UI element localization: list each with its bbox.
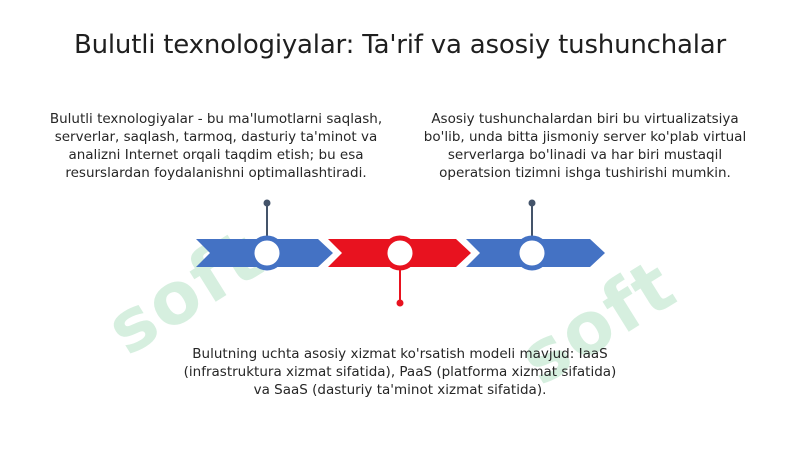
connector-dot-1 xyxy=(263,199,271,207)
connector-dot-2 xyxy=(396,299,404,307)
point-text-3: Asosiy tushunchalardan biri bu virtualiz… xyxy=(423,111,747,181)
milestone-circle-3 xyxy=(514,235,550,271)
point-text-1: Bulutli texnologiyalar - bu ma'lumotlarn… xyxy=(49,111,383,181)
slide-title: Bulutli texnologiyalar: Ta'rif va asosiy… xyxy=(73,30,726,60)
milestone-circle-2 xyxy=(382,235,418,271)
connector-dot-3 xyxy=(528,199,536,207)
point-text-2: Bulutning uchta asosiy xizmat ko'rsatish… xyxy=(183,346,617,398)
milestone-circle-1 xyxy=(249,235,285,271)
